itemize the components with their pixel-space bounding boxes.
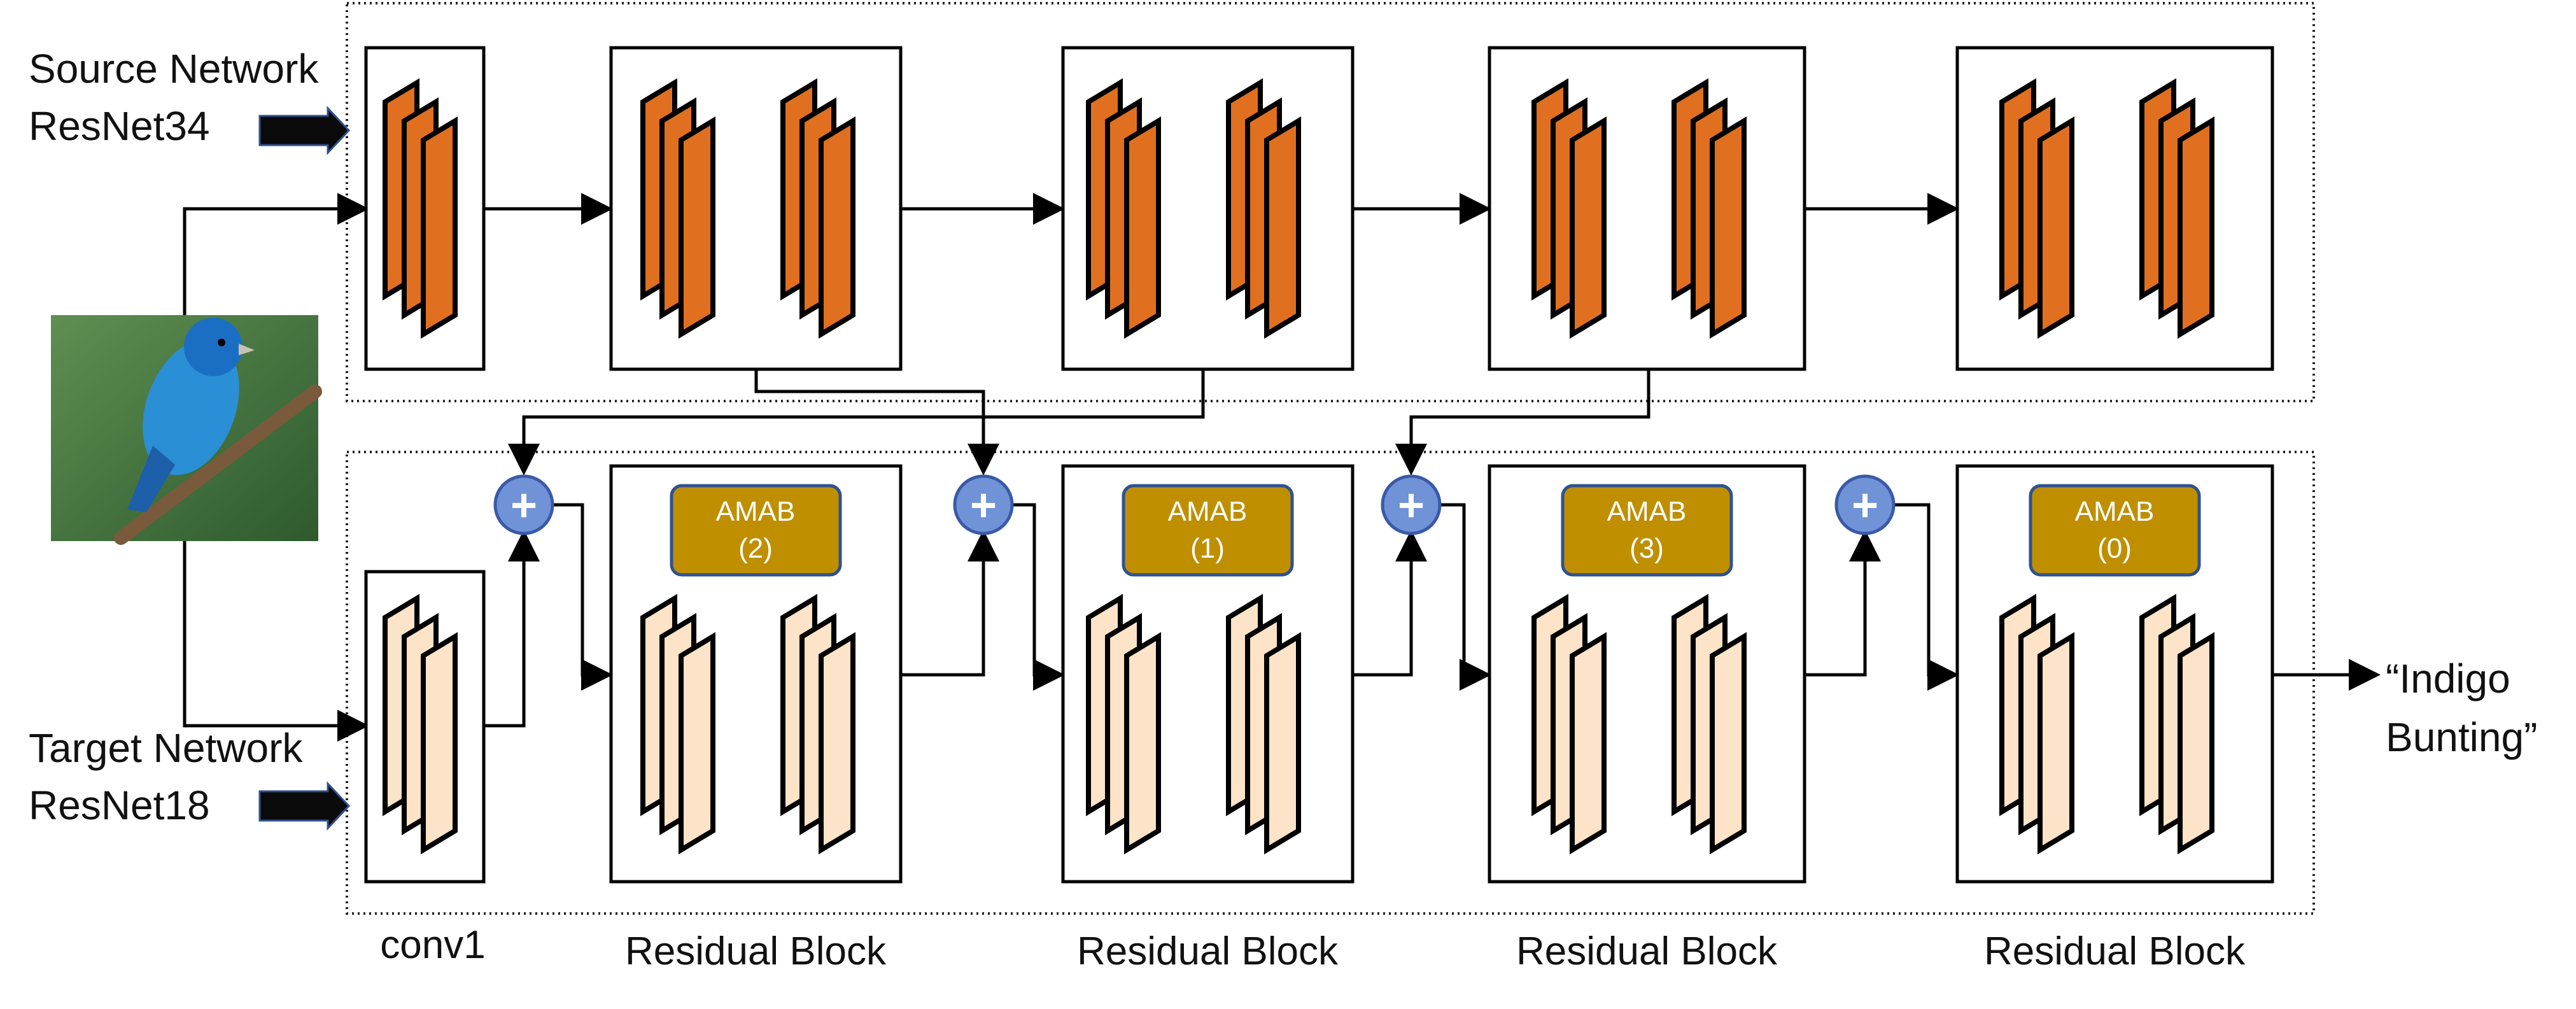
feature-map-sheet bbox=[1264, 116, 1301, 339]
feature-map-sheet bbox=[819, 632, 855, 855]
target-rb3-features-b bbox=[1672, 593, 1747, 855]
target-network-title: Target Network bbox=[29, 725, 303, 771]
amab-module-3: AMAB (3) bbox=[1561, 484, 1733, 577]
feature-map-sheet bbox=[2038, 116, 2074, 339]
source-rb2-features-b bbox=[1226, 78, 1301, 339]
fusion-node-1: + bbox=[493, 474, 554, 535]
stage-label-residual-3: Residual Block bbox=[1516, 929, 1778, 973]
target-rb3-features-a bbox=[1531, 593, 1607, 855]
amab-module-4: AMAB (0) bbox=[2029, 484, 2201, 577]
feature-map-sheet bbox=[1124, 116, 1161, 339]
source-rb2-features-a bbox=[1086, 78, 1161, 339]
stage-label-conv1: conv1 bbox=[380, 923, 486, 967]
feature-map-sheet bbox=[679, 632, 715, 855]
fusion-node-2: + bbox=[953, 474, 1014, 535]
stage-label-residual-4: Residual Block bbox=[1983, 929, 2246, 973]
svg-text:+: + bbox=[1852, 480, 1878, 531]
source-rb3-features-b bbox=[1672, 78, 1747, 339]
target-network-model: ResNet18 bbox=[29, 782, 210, 828]
source-network-title: Source Network bbox=[29, 46, 319, 92]
output-class-line2: Bunting” bbox=[2386, 714, 2538, 760]
target-rb1-features-a bbox=[640, 593, 715, 855]
stage-label-residual-1: Residual Block bbox=[624, 929, 887, 973]
target-rb1-features-b bbox=[780, 593, 855, 855]
source-network-frame bbox=[346, 2, 2315, 402]
svg-text:+: + bbox=[970, 480, 997, 531]
feature-map-sheet bbox=[1710, 632, 1747, 855]
fusion-node-4: + bbox=[1834, 474, 1896, 535]
amab-module-1: AMAB (2) bbox=[670, 484, 842, 577]
svg-text:AMAB: AMAB bbox=[2075, 496, 2155, 527]
feature-map-sheet bbox=[421, 632, 458, 855]
amab-module-2: AMAB (1) bbox=[1122, 484, 1294, 577]
svg-text:(0): (0) bbox=[2097, 533, 2132, 564]
feature-map-sheet bbox=[1570, 632, 1607, 855]
feature-map-sheet bbox=[1124, 632, 1161, 855]
svg-text:+: + bbox=[510, 480, 537, 531]
feature-map-sheet bbox=[679, 116, 715, 339]
svg-text:AMAB: AMAB bbox=[716, 496, 796, 527]
source-rb3-features-a bbox=[1531, 78, 1607, 339]
input-image bbox=[51, 315, 322, 545]
target-flow bbox=[484, 503, 2381, 728]
source-rb1-features-a bbox=[640, 78, 715, 339]
feature-map-sheet bbox=[1264, 632, 1301, 855]
feature-map-sheet bbox=[2178, 116, 2214, 339]
feature-map-sheet bbox=[2038, 632, 2074, 855]
target-rb2-features-a bbox=[1086, 593, 1161, 855]
svg-text:AMAB: AMAB bbox=[1168, 496, 1248, 527]
stage-label-residual-2: Residual Block bbox=[1076, 929, 1339, 973]
target-rb4-features-a bbox=[1999, 593, 2074, 855]
target-conv1-features bbox=[383, 593, 458, 855]
target-rb4-features-b bbox=[2139, 593, 2214, 855]
feature-map-sheet bbox=[2178, 632, 2214, 855]
source-rb4-features-b bbox=[2139, 78, 2214, 339]
feature-map-sheet bbox=[819, 116, 855, 339]
target-rb2-features-b bbox=[1226, 593, 1301, 855]
source-entry-arrow bbox=[258, 106, 351, 155]
feature-map-sheet bbox=[1570, 116, 1607, 339]
target-entry-arrow bbox=[258, 781, 351, 831]
source-network-model: ResNet34 bbox=[29, 103, 210, 149]
svg-text:(3): (3) bbox=[1629, 533, 1664, 564]
output-class-line1: “Indigo bbox=[2386, 656, 2510, 702]
svg-text:(1): (1) bbox=[1190, 533, 1225, 564]
source-rb1-features-b bbox=[780, 78, 855, 339]
source-rb4-features-a bbox=[1999, 78, 2074, 339]
source-conv1-features bbox=[383, 78, 458, 339]
feature-maps bbox=[383, 78, 2214, 855]
feature-map-sheet bbox=[1710, 116, 1747, 339]
feature-map-sheet bbox=[421, 116, 458, 339]
svg-text:(2): (2) bbox=[738, 533, 773, 564]
svg-text:+: + bbox=[1398, 480, 1425, 531]
input-routing bbox=[183, 193, 369, 742]
fusion-node-3: + bbox=[1381, 474, 1442, 535]
cross-connections bbox=[508, 369, 1650, 476]
svg-text:AMAB: AMAB bbox=[1607, 496, 1687, 527]
